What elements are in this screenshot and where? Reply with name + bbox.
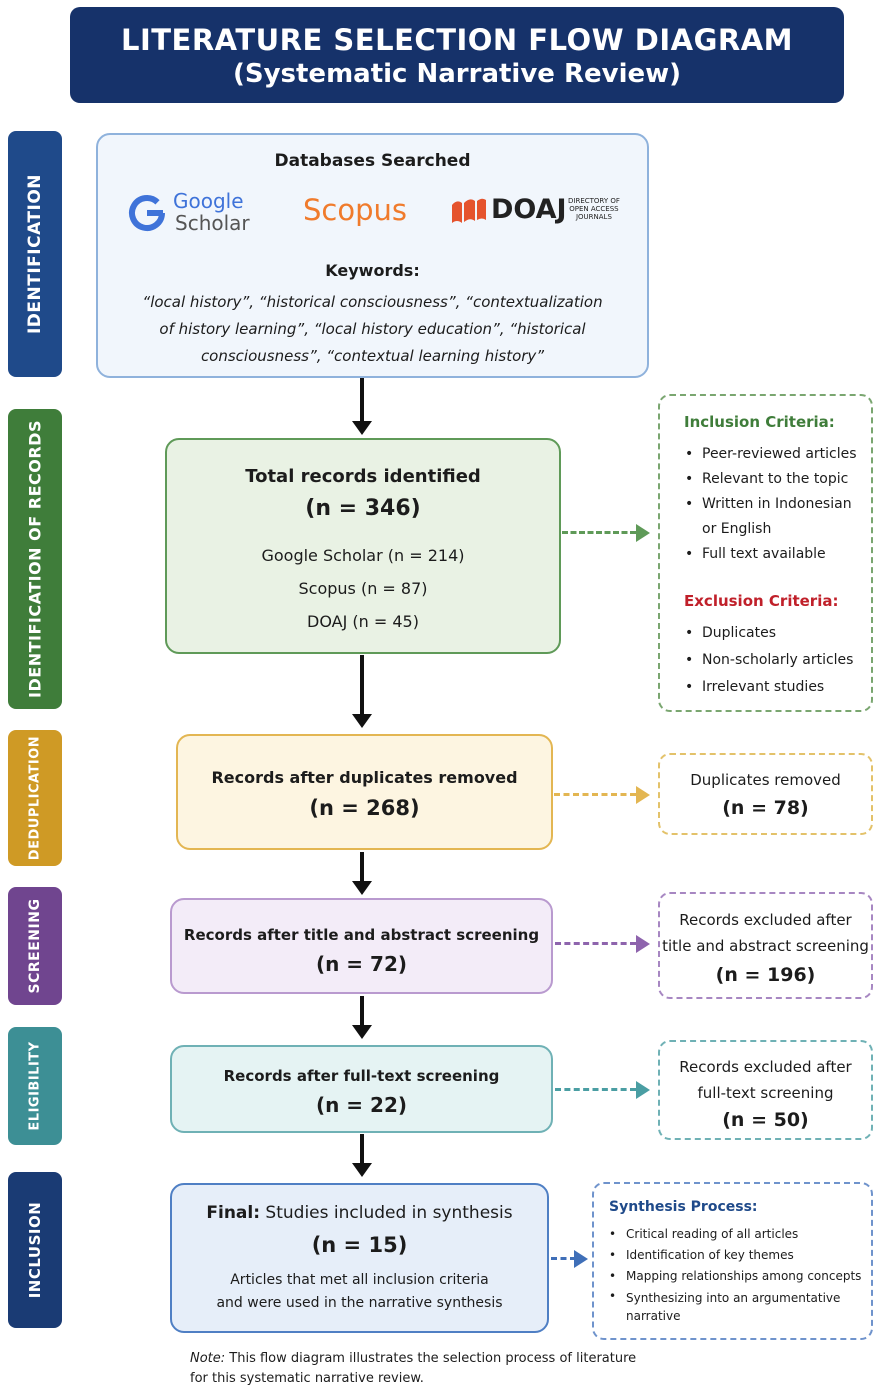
stage-deduplication: DEDUPLICATION <box>8 730 62 866</box>
total-scopus: Scopus (n = 87) <box>298 579 428 598</box>
note-label: Note: <box>190 1351 226 1366</box>
inclusion-box: Final: Studies included in synthesis (n … <box>170 1183 549 1333</box>
google-g-icon <box>129 195 165 231</box>
title-line-1: LITERATURE SELECTION FLOW DIAGRAM <box>120 23 794 57</box>
duplicates-removed-label: Duplicates removed <box>690 771 841 789</box>
exclusion-item: Non-scholarly articles <box>682 647 853 674</box>
arrow-5 <box>352 1134 372 1177</box>
connector-dedup-head <box>636 786 650 804</box>
connector-criteria-head <box>636 524 650 542</box>
dedup-box: Records after duplicates removed (n = 26… <box>176 734 553 850</box>
eligibility-box: Records after full-text screening (n = 2… <box>170 1045 553 1133</box>
connector-synthesis-head <box>574 1250 588 1268</box>
eligibility-excluded-line1: Records excluded after <box>679 1058 852 1076</box>
synthesis-list: Critical reading of all articles Identif… <box>606 1224 871 1325</box>
screening-excluded-box: Records excluded after title and abstrac… <box>658 892 873 999</box>
synthesis-item: Critical reading of all articles <box>606 1224 871 1245</box>
inclusion-item: Relevant to the topic <box>682 467 857 492</box>
exclusion-item: Irrelevant studies <box>682 674 853 701</box>
synthesis-heading: Synthesis Process: <box>609 1199 758 1215</box>
synthesis-item: Synthesizing into an argumentative narra… <box>606 1287 871 1325</box>
screening-excluded-line2: title and abstract screening <box>662 937 869 955</box>
eligibility-heading: Records after full-text screening <box>223 1067 500 1085</box>
duplicates-removed-count: (n = 78) <box>722 797 809 819</box>
arrow-4 <box>352 996 372 1039</box>
connector-dedup <box>554 793 636 796</box>
inclusion-heading: Studies included in synthesis <box>265 1203 513 1223</box>
google-scholar-logo: Google Scholar <box>128 190 263 240</box>
arrow-3 <box>352 852 372 895</box>
screening-heading: Records after title and abstract screeni… <box>183 926 540 944</box>
google-logo-text: Google <box>173 189 244 213</box>
connector-synthesis <box>551 1257 576 1260</box>
inclusion-desc: Articles that met all inclusion criteria… <box>216 1272 503 1311</box>
total-google: Google Scholar (n = 214) <box>261 546 465 565</box>
databases-heading: Databases Searched <box>274 151 471 171</box>
doaj-logo-text: DOAJ <box>491 194 567 225</box>
exclusion-criteria-list: Duplicates Non-scholarly articles Irrele… <box>682 620 853 701</box>
stage-identification-of-records: IDENTIFICATION OF RECORDS <box>8 409 62 709</box>
connector-screening <box>555 942 636 945</box>
connector-criteria <box>562 531 636 534</box>
note-line2: for this systematic narrative review. <box>190 1371 424 1386</box>
final-label: Final: <box>206 1203 261 1223</box>
databases-box: Databases Searched Google Scholar Scopus… <box>96 133 649 378</box>
criteria-box: Inclusion Criteria: Peer-reviewed articl… <box>658 394 873 712</box>
doaj-mark-icon <box>452 198 486 223</box>
inclusion-item: Peer-reviewed articles <box>682 442 857 467</box>
exclusion-item: Duplicates <box>682 620 853 647</box>
synthesis-item: Identification of key themes <box>606 1245 871 1266</box>
connector-eligibility <box>555 1088 636 1091</box>
keywords-heading: Keywords: <box>325 261 420 280</box>
title-line-2: (Systematic Narrative Review) <box>232 59 682 89</box>
stage-inclusion: INCLUSION <box>8 1172 62 1328</box>
synthesis-box: Synthesis Process: Critical reading of a… <box>592 1182 873 1340</box>
total-count: (n = 346) <box>305 496 421 521</box>
eligibility-count: (n = 22) <box>315 1093 408 1117</box>
note-line1: This flow diagram illustrates the select… <box>229 1351 637 1366</box>
inclusion-criteria-heading: Inclusion Criteria: <box>684 413 835 431</box>
total-doaj: DOAJ (n = 45) <box>307 612 419 631</box>
synthesis-item: Mapping relationships among concepts <box>606 1266 871 1287</box>
screening-excluded-line1: Records excluded after <box>679 911 852 929</box>
exclusion-criteria-heading: Exclusion Criteria: <box>684 592 839 610</box>
dedup-heading: Records after duplicates removed <box>211 768 518 787</box>
screening-excluded-count: (n = 196) <box>715 964 816 986</box>
total-heading: Total records identified <box>245 466 481 487</box>
eligibility-excluded-line2: full-text screening <box>697 1084 834 1102</box>
connector-screening-head <box>636 935 650 953</box>
screening-box: Records after title and abstract screeni… <box>170 898 553 994</box>
connector-eligibility-head <box>636 1081 650 1099</box>
eligibility-excluded-box: Records excluded after full-text screeni… <box>658 1040 873 1140</box>
inclusion-criteria-list: Peer-reviewed articles Relevant to the t… <box>682 442 857 567</box>
stage-screening: SCREENING <box>8 887 62 1005</box>
stage-identification: IDENTIFICATION <box>8 131 62 377</box>
note: Note: This flow diagram illustrates the … <box>190 1349 790 1389</box>
scopus-logo: Scopus <box>303 193 407 227</box>
total-records-box: Total records identified (n = 346) Googl… <box>165 438 561 654</box>
inclusion-count: (n = 15) <box>311 1233 408 1257</box>
scholar-logo-text: Scholar <box>175 211 250 235</box>
arrow-2 <box>352 655 372 728</box>
stage-eligibility: ELIGIBILITY <box>8 1027 62 1145</box>
dedup-count: (n = 268) <box>309 796 420 820</box>
inclusion-heading-line: Final: Studies included in synthesis <box>172 1203 547 1223</box>
duplicates-removed-box: Duplicates removed (n = 78) <box>658 753 873 835</box>
keywords-text: “local history”, “historical consciousne… <box>142 293 603 365</box>
doaj-logo: DOAJ DIRECTORY OF OPEN ACCESS JOURNALS <box>450 193 640 233</box>
title-banner: LITERATURE SELECTION FLOW DIAGRAM (Syste… <box>70 7 844 103</box>
eligibility-excluded-count: (n = 50) <box>722 1109 809 1131</box>
doaj-sub-text: DIRECTORY OF OPEN ACCESS JOURNALS <box>568 197 620 221</box>
inclusion-item: Full text available <box>682 542 857 567</box>
arrow-1 <box>352 378 372 435</box>
screening-count: (n = 72) <box>315 952 408 976</box>
inclusion-item: Written in Indonesian or English <box>682 492 857 542</box>
